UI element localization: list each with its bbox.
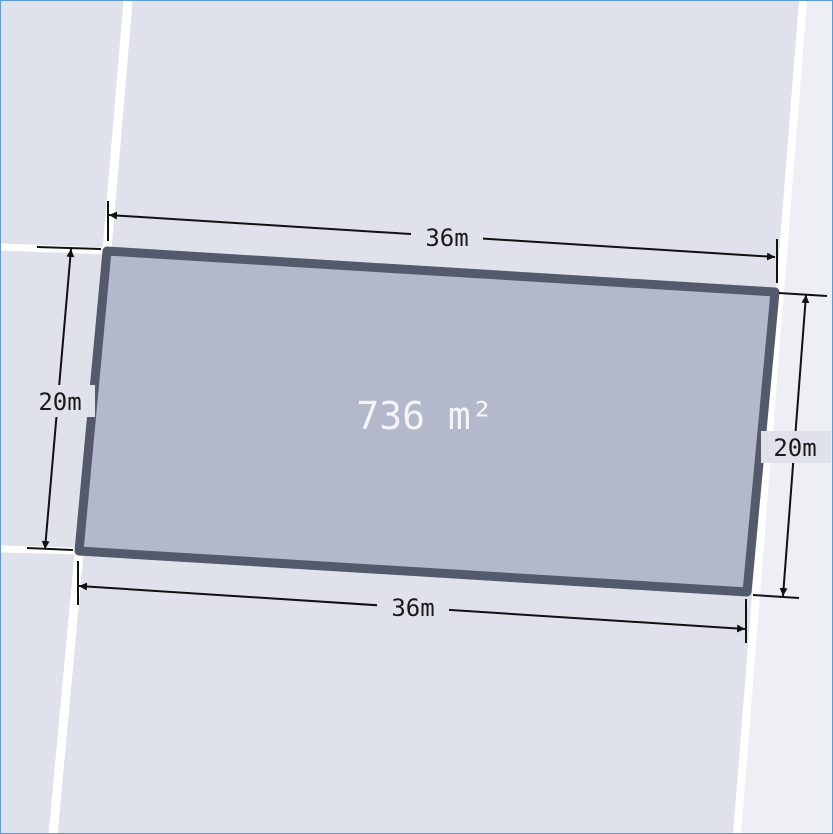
dimension-label-right: 20m [773,434,816,462]
parcel-boundary-lower [48,553,84,833]
dimension-label-right-bg [761,431,831,463]
dimension-extension-lines [26,201,828,643]
plot-area-label: 736 m² [356,394,493,438]
parcel-boundary-upper [102,1,133,252]
dimension-label-bottom-bg [377,593,449,623]
dimension-label-left-bg [25,385,95,417]
parcel-boundary-right [733,1,807,833]
dimension-label-bottom: 36m [391,594,434,622]
dimension-label-left: 20m [38,388,81,416]
dimension-label-top: 36m [425,224,468,252]
selected-plot[interactable] [74,246,780,597]
parcel-boundary-left-top [1,243,108,255]
dimension-label-top-bg [411,223,483,253]
